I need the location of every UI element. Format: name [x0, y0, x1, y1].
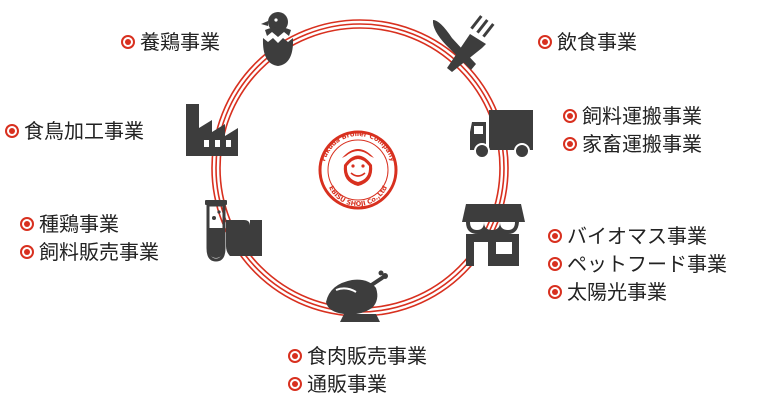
- bullet-icon: [5, 124, 19, 138]
- label-text: 飲食事業: [557, 30, 637, 54]
- bullet-icon: [548, 285, 562, 299]
- truck-icon: [470, 110, 533, 159]
- group-energy: バイオマス事業 ペットフード事業 太陽光事業: [548, 224, 727, 308]
- label-solar: 太陽光事業: [548, 280, 727, 304]
- label-processing: 食鳥加工事業: [5, 119, 144, 143]
- label-text: 食鳥加工事業: [24, 119, 144, 143]
- bullet-icon: [548, 229, 562, 243]
- factory-icon: [186, 104, 238, 156]
- shop-icon: [462, 204, 525, 266]
- bullet-icon: [288, 349, 302, 363]
- bullet-icon: [563, 109, 577, 123]
- mascot-face-icon: [342, 149, 374, 186]
- bullet-icon: [563, 137, 577, 151]
- label-breeding: 種鶏事業: [20, 212, 159, 236]
- bullet-icon: [20, 245, 34, 259]
- label-pet-food: ペットフード事業: [548, 252, 727, 276]
- company-logo: Fukuda Broiler Company EBISU SHOJI Co.,L…: [318, 130, 398, 210]
- label-restaurant: 飲食事業: [538, 30, 637, 54]
- label-poultry: 養鶏事業: [121, 30, 220, 54]
- bullet-icon: [538, 35, 552, 49]
- label-mail-order: 通販事業: [288, 372, 427, 396]
- group-transport: 飼料運搬事業 家畜運搬事業: [563, 104, 702, 160]
- bullet-icon: [548, 257, 562, 271]
- test-tube-icon: [205, 200, 262, 262]
- label-text: バイオマス事業: [567, 224, 707, 248]
- label-text: 養鶏事業: [140, 30, 220, 54]
- fork-knife-icon: [432, 15, 495, 72]
- chick-egg-icon: [261, 12, 294, 66]
- label-text: 種鶏事業: [39, 212, 119, 236]
- bullet-icon: [121, 35, 135, 49]
- label-text: 家畜運搬事業: [582, 132, 702, 156]
- label-text: 通販事業: [307, 372, 387, 396]
- label-text: 飼料販売事業: [39, 240, 159, 264]
- label-text: ペットフード事業: [567, 252, 727, 276]
- label-text: 食肉販売事業: [307, 344, 427, 368]
- label-meat-sales: 食肉販売事業: [288, 344, 427, 368]
- group-sales: 食肉販売事業 通販事業: [288, 344, 427, 400]
- label-text: 太陽光事業: [567, 280, 667, 304]
- label-livestock-transport: 家畜運搬事業: [563, 132, 702, 156]
- bullet-icon: [288, 377, 302, 391]
- roast-chicken-icon: [326, 270, 388, 322]
- label-feed-transport: 飼料運搬事業: [563, 104, 702, 128]
- label-biomass: バイオマス事業: [548, 224, 727, 248]
- bullet-icon: [20, 217, 34, 231]
- label-text: 飼料運搬事業: [582, 104, 702, 128]
- group-breeding: 種鶏事業 飼料販売事業: [20, 212, 159, 268]
- label-feed-sales: 飼料販売事業: [20, 240, 159, 264]
